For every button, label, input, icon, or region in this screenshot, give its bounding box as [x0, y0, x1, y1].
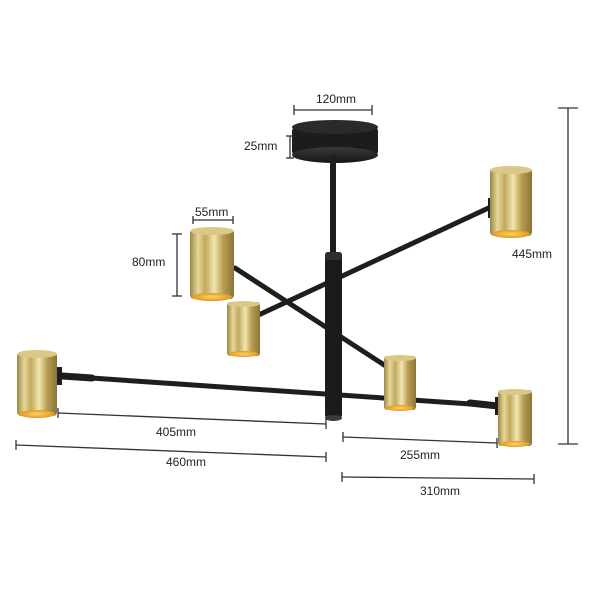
total-height-label: 445mm — [512, 247, 553, 261]
shade-far-right — [495, 389, 532, 447]
chandelier-arms — [58, 202, 503, 410]
shade-inner-left — [227, 301, 260, 357]
down-rod — [330, 155, 336, 255]
canopy-height-label: 25mm — [244, 139, 278, 153]
ceiling-canopy — [292, 120, 378, 163]
right-arm-to-shade-label: 255mm — [400, 448, 441, 462]
shade-diameter-label: 55mm — [195, 205, 229, 219]
dimension-lines — [15, 105, 578, 484]
central-body — [325, 252, 342, 421]
shade-upper-left — [190, 227, 234, 301]
shade-height-label: 80mm — [132, 255, 166, 269]
shade-inner-right — [384, 355, 416, 411]
left-arm-to-shade-label: 405mm — [156, 425, 197, 439]
shade-far-left — [17, 350, 62, 418]
canopy-diameter-label: 120mm — [316, 92, 357, 106]
shade-top-right — [488, 166, 532, 238]
left-arm-total-label: 460mm — [166, 455, 207, 469]
right-arm-total-label: 310mm — [420, 484, 461, 498]
